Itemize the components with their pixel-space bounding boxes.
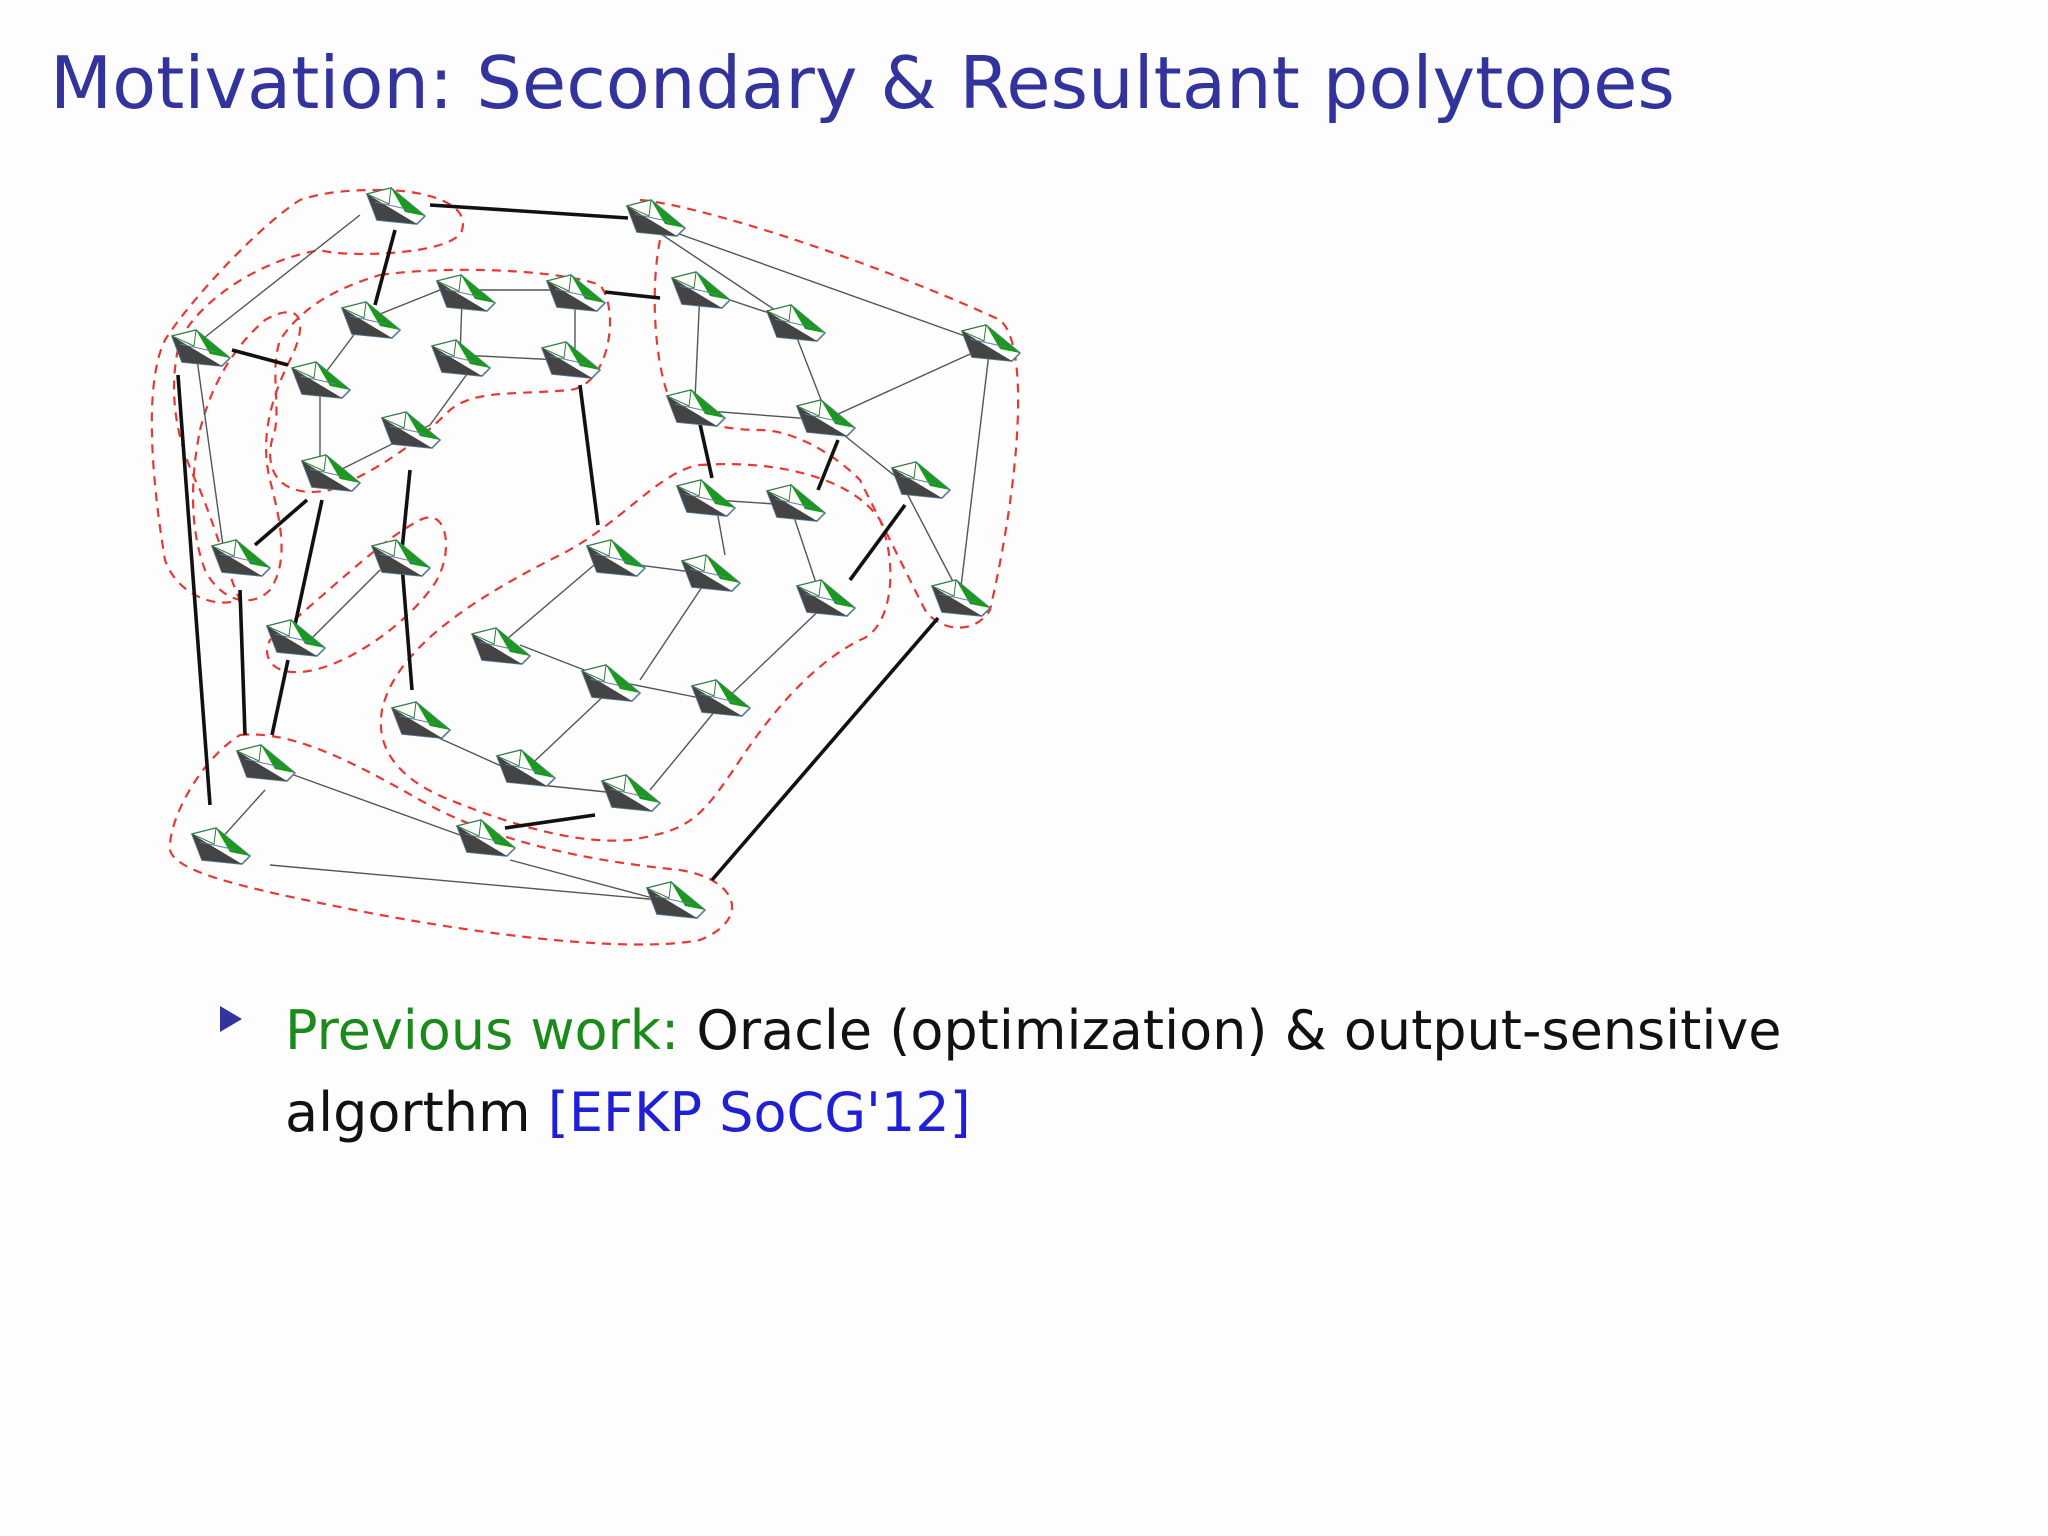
vertex-thumbnail xyxy=(391,701,451,739)
vertex-thumbnail xyxy=(766,484,826,522)
bullet-text-line-1: Oracle (optimization) & output-sensitive xyxy=(696,999,1782,1062)
dashed-region-right-top xyxy=(639,198,1020,629)
vertex-thumbnail xyxy=(671,271,731,309)
dashed-region-left-column xyxy=(191,311,302,602)
dashed-region-bottom xyxy=(168,733,733,946)
vertex-thumbnail xyxy=(171,329,231,367)
vertex-thumbnail xyxy=(211,539,271,577)
vertex-thumbnail xyxy=(371,539,431,577)
vertex-thumbnail xyxy=(581,664,641,702)
vertex-thumbnail xyxy=(431,339,491,377)
dashed-region-group xyxy=(150,188,1020,946)
dashed-region-outer xyxy=(150,188,465,604)
vertex-thumbnail xyxy=(381,411,441,449)
vertex-thumbnail xyxy=(931,579,991,617)
vertex-thumbnail xyxy=(676,479,736,517)
slide-title: Motivation: Secondary & Resultant polyto… xyxy=(50,41,1675,125)
vertex-thumbnail xyxy=(681,554,741,592)
vertex-thumbnail xyxy=(796,399,856,437)
vertex-thumbnail xyxy=(601,774,661,812)
vertex-thumbnail xyxy=(666,389,726,427)
triangle-bullet-icon xyxy=(220,1006,242,1032)
vertex-thumbnail xyxy=(796,579,856,617)
vertex-thumbnail xyxy=(766,304,826,342)
vertex-thumbnail xyxy=(541,341,601,379)
bullet-text: Previous work: Oracle (optimization) & o… xyxy=(285,990,1845,1154)
thick-edge-group xyxy=(176,203,940,882)
previous-work-label: Previous work: xyxy=(285,999,680,1062)
vertex-thumbnail xyxy=(236,744,296,782)
vertex-thumbnail xyxy=(341,301,401,339)
vertex-thumbnail xyxy=(266,619,326,657)
vertex-thumbnail xyxy=(891,461,951,499)
vertex-thumbnail xyxy=(436,274,496,312)
vertex-thumbnail xyxy=(191,827,251,865)
vertex-thumbnail xyxy=(646,881,706,919)
vertex-thumbnail xyxy=(546,274,606,312)
vertex-thumbnail xyxy=(496,749,556,787)
dashed-region-center xyxy=(379,462,892,842)
dashed-region-small-mid xyxy=(266,516,448,674)
vertex-thumbnail xyxy=(586,539,646,577)
vertex-thumbnail xyxy=(301,454,361,492)
citation-link[interactable]: [EFKP SoCG'12] xyxy=(547,1081,971,1144)
vertex-thumbnail xyxy=(291,361,351,399)
vertex-thumbnails xyxy=(171,187,1021,919)
bullet-text-line-2: algorthm xyxy=(285,1081,531,1144)
